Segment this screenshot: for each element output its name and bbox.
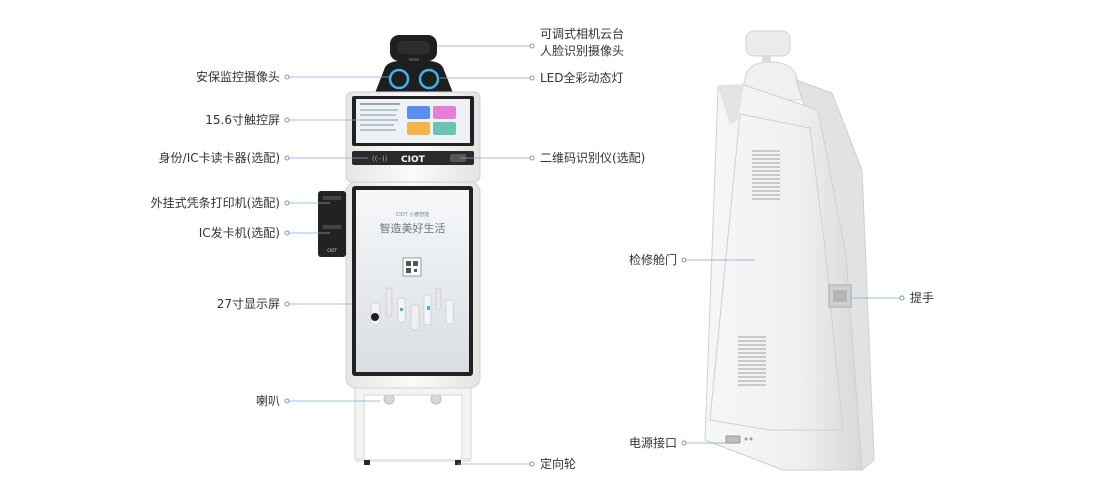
power-port-socket bbox=[725, 435, 741, 444]
led-ring-left bbox=[388, 68, 410, 90]
label-led-light: LED全彩动态灯 bbox=[540, 71, 624, 85]
caster-right bbox=[455, 460, 461, 465]
label-id-card-reader: 身份/IC卡读卡器(选配) bbox=[158, 151, 280, 165]
label-qr-scanner: 二维码识别仪(选配) bbox=[540, 151, 646, 165]
back-kiosk bbox=[704, 30, 875, 472]
kiosk-brand-logo: CIOT bbox=[401, 155, 426, 165]
label-ic-card-dispenser: IC发卡机(选配) bbox=[198, 226, 280, 240]
screen-brand: CIOT 小鹿智能 bbox=[396, 211, 430, 218]
printer-brand: CIOT bbox=[327, 248, 337, 253]
touch-screen-display bbox=[352, 96, 474, 146]
leader-lines bbox=[287, 45, 902, 465]
robot-group-illustration bbox=[370, 287, 454, 331]
label-gimbal-camera: 可调式相机云台 人脸识别摄像头 bbox=[540, 27, 625, 58]
label-speaker: 喇叭 bbox=[255, 394, 280, 408]
receipt-printer-module: CIOT bbox=[318, 191, 346, 257]
main-display-27: CIOT 小鹿智能 智造美好生活 bbox=[352, 186, 473, 376]
svg-text:((··)): ((··)) bbox=[372, 155, 388, 163]
led-head bbox=[375, 61, 453, 93]
led-ring-right bbox=[418, 68, 440, 90]
label-caster: 定向轮 bbox=[540, 457, 577, 471]
label-power-port: 电源接口 bbox=[628, 436, 677, 450]
leader-dots bbox=[284, 43, 905, 467]
service-door-panel bbox=[709, 113, 844, 431]
face-recognition-camera bbox=[390, 35, 437, 68]
label-touch-screen: 15.6寸触控屏 bbox=[205, 113, 280, 127]
qr-code-icon bbox=[402, 257, 422, 277]
label-security-camera: 安保监控摄像头 bbox=[195, 70, 280, 84]
label-display-27: 27寸显示屏 bbox=[216, 297, 280, 311]
label-service-door: 检修舱门 bbox=[628, 253, 677, 267]
front-kiosk: ((··)) CIOT CIOT 小鹿智能 智造美好生活 bbox=[318, 35, 481, 465]
label-handle: 提手 bbox=[910, 291, 935, 305]
label-receipt-printer: 外挂式凭条打印机(选配) bbox=[150, 196, 280, 210]
caster-left bbox=[364, 460, 370, 465]
screen-slogan: 智造美好生活 bbox=[380, 221, 446, 235]
card-reader-bar: ((··)) CIOT bbox=[352, 151, 474, 165]
